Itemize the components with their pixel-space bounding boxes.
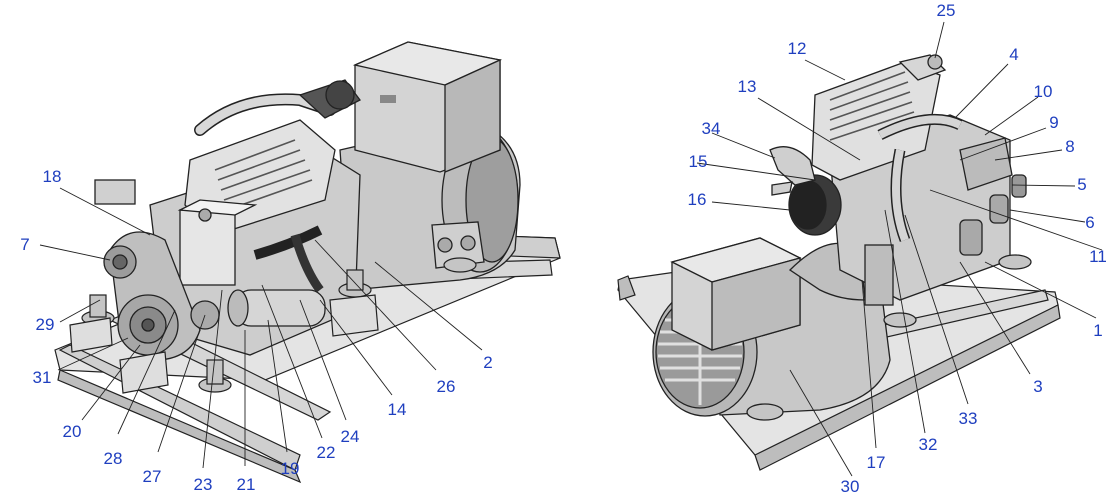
left-callout: 21 — [237, 475, 256, 492]
left-mounts — [69, 257, 477, 394]
right-callout: 6 — [1085, 213, 1094, 232]
right-callout: 15 — [689, 152, 708, 171]
left-callout: 19 — [281, 459, 300, 478]
left-callout: 20 — [63, 422, 82, 441]
right-callout: 4 — [1009, 45, 1018, 64]
left-callout: 23 — [194, 475, 213, 492]
left-callout: 24 — [341, 427, 360, 446]
right-callout: 30 — [841, 477, 860, 492]
left-callout: 29 — [36, 315, 55, 334]
left-callout: 22 — [317, 443, 336, 462]
right-callout: 13 — [738, 77, 757, 96]
right-leader-lines — [696, 21, 1103, 477]
left-generator-view: 18 7 29 31 20 28 27 23 21 19 22 24 14 26… — [20, 41, 561, 494]
right-callout: 32 — [919, 435, 938, 454]
right-callout: 34 — [702, 119, 721, 138]
right-callout: 12 — [788, 39, 807, 58]
left-leader-lines — [39, 187, 483, 469]
left-engine — [149, 79, 361, 356]
left-callout: 7 — [20, 235, 29, 254]
right-callout: 16 — [688, 190, 707, 209]
right-callout: 8 — [1065, 137, 1074, 156]
left-callout: 26 — [437, 377, 456, 396]
left-front-pulleys — [94, 179, 220, 361]
left-callout: 2 — [483, 353, 492, 372]
left-alternator — [339, 41, 521, 291]
right-callout: 33 — [959, 409, 978, 428]
left-callout: 18 — [43, 167, 62, 186]
right-generator-view: 25 12 4 10 13 34 9 15 8 5 16 6 11 1 3 33… — [617, 1, 1107, 496]
right-callout: 25 — [937, 1, 956, 20]
right-callout: 10 — [1034, 82, 1053, 101]
right-callout: 3 — [1033, 377, 1042, 396]
right-callout: 5 — [1077, 175, 1086, 194]
left-callout: 27 — [143, 467, 162, 486]
left-callout: 14 — [388, 400, 407, 419]
right-callouts: 25 12 4 10 13 34 9 15 8 5 16 6 11 1 3 33… — [688, 1, 1107, 496]
right-callout: 1 — [1093, 321, 1102, 340]
right-callout: 11 — [1089, 247, 1107, 266]
right-callout: 9 — [1049, 113, 1058, 132]
left-callout: 28 — [104, 449, 123, 468]
right-callout: 17 — [867, 453, 886, 472]
left-callouts: 18 7 29 31 20 28 27 23 21 19 22 24 14 26… — [20, 167, 492, 494]
left-callout: 31 — [33, 368, 52, 387]
